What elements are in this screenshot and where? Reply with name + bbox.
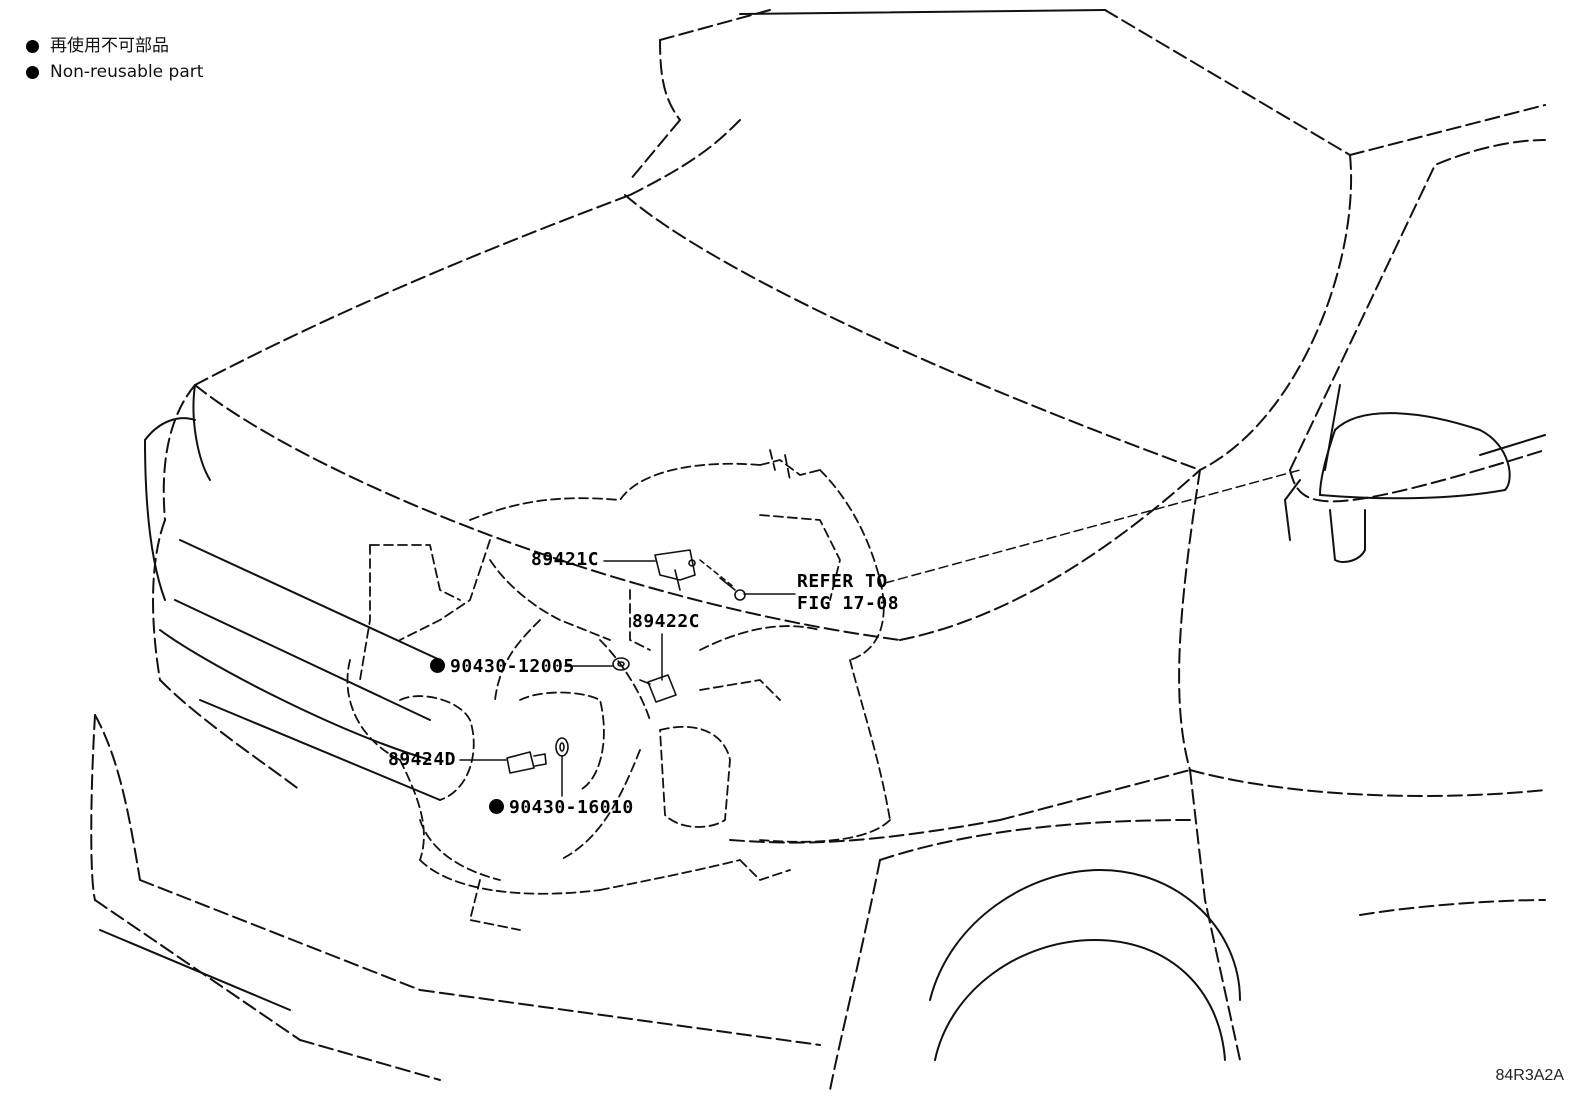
part-89422c-sensor [639, 674, 677, 703]
legend-label-japanese: 再使用不可部品 [50, 36, 169, 56]
callout-89424d[interactable]: 89424D [388, 750, 456, 770]
non-reusable-dot-icon [489, 799, 504, 814]
callout-89422c[interactable]: 89422C [632, 612, 700, 632]
legend-row-japanese: 再使用不可部品 [26, 33, 203, 59]
refer-line-2: FIG 17-08 [797, 593, 900, 614]
engine-outline [346, 449, 891, 931]
non-reusable-dot-icon [430, 658, 445, 673]
legend-label-english: Non-reusable part [50, 62, 204, 82]
callout-label: 89424D [388, 749, 457, 770]
leader-lines [459, 469, 1301, 797]
vehicle-solid-lines [99, 9, 1546, 1061]
part-89424d-sensor [506, 751, 547, 774]
callout-label: 89422C [632, 611, 701, 632]
part-89421c-sensor [654, 549, 696, 591]
legend: 再使用不可部品 Non-reusable part [26, 33, 203, 85]
callout-label: 90430-12005 [450, 656, 575, 677]
part-bolt [719, 577, 746, 601]
bullet-dot-icon [26, 65, 39, 79]
part-gasket-90430-12005 [612, 657, 630, 671]
vehicle-body-outline [90, 9, 1546, 1091]
callout-90430-12005[interactable]: 90430-12005 [430, 657, 575, 677]
callout-label: 89421C [531, 549, 600, 570]
callout-89421c[interactable]: 89421C [531, 550, 599, 570]
refer-line-1: REFER TO [797, 571, 888, 592]
callout-label: 90430-16010 [509, 797, 634, 818]
legend-row-english: Non-reusable part [26, 59, 203, 85]
callout-90430-16010[interactable]: 90430-16010 [489, 798, 634, 818]
callout-refer-to-fig[interactable]: REFER TO FIG 17-08 [797, 571, 899, 615]
part-gasket-90430-16010 [555, 737, 569, 757]
bullet-dot-icon [26, 39, 39, 53]
figure-code: 84R3A2A [1495, 1067, 1565, 1084]
